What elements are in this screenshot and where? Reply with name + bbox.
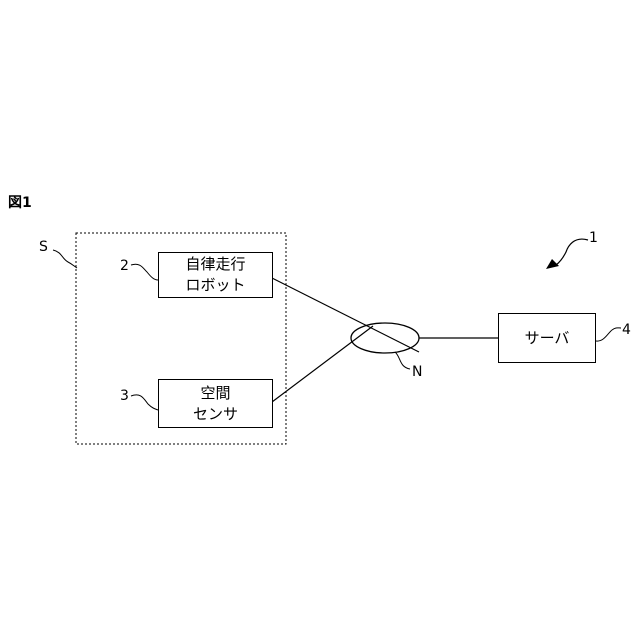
server-leader-line [596,328,621,341]
site-ref-label: S [39,239,48,255]
network-ref-label: N [412,364,422,380]
system-arrow [556,239,588,265]
robot-label-line1: 自律走行 [185,254,245,275]
sensor-ref-label: 3 [120,388,129,404]
robot-label-line2: ロボット [185,275,245,296]
sensor-network-link [272,326,373,402]
server-box: サーバ [498,313,596,363]
robot-ref-label: 2 [120,258,129,274]
server-label: サーバ [525,328,570,349]
network-node [351,323,419,353]
robot-leader-line [131,264,158,280]
space-sensor-box: 空間 センサ [158,379,273,428]
autonomous-robot-box: 自律走行 ロボット [158,252,273,298]
sensor-leader-line [131,395,158,410]
robot-network-link [272,278,419,352]
system-ref-label: 1 [589,230,598,246]
figure-label: 図1 [8,195,32,211]
network-leader-line [395,352,410,369]
sensor-label-line2: センサ [193,404,238,425]
server-ref-label: 4 [622,322,631,338]
sensor-label-line1: 空間 [200,383,230,404]
site-leader-line [53,250,77,268]
